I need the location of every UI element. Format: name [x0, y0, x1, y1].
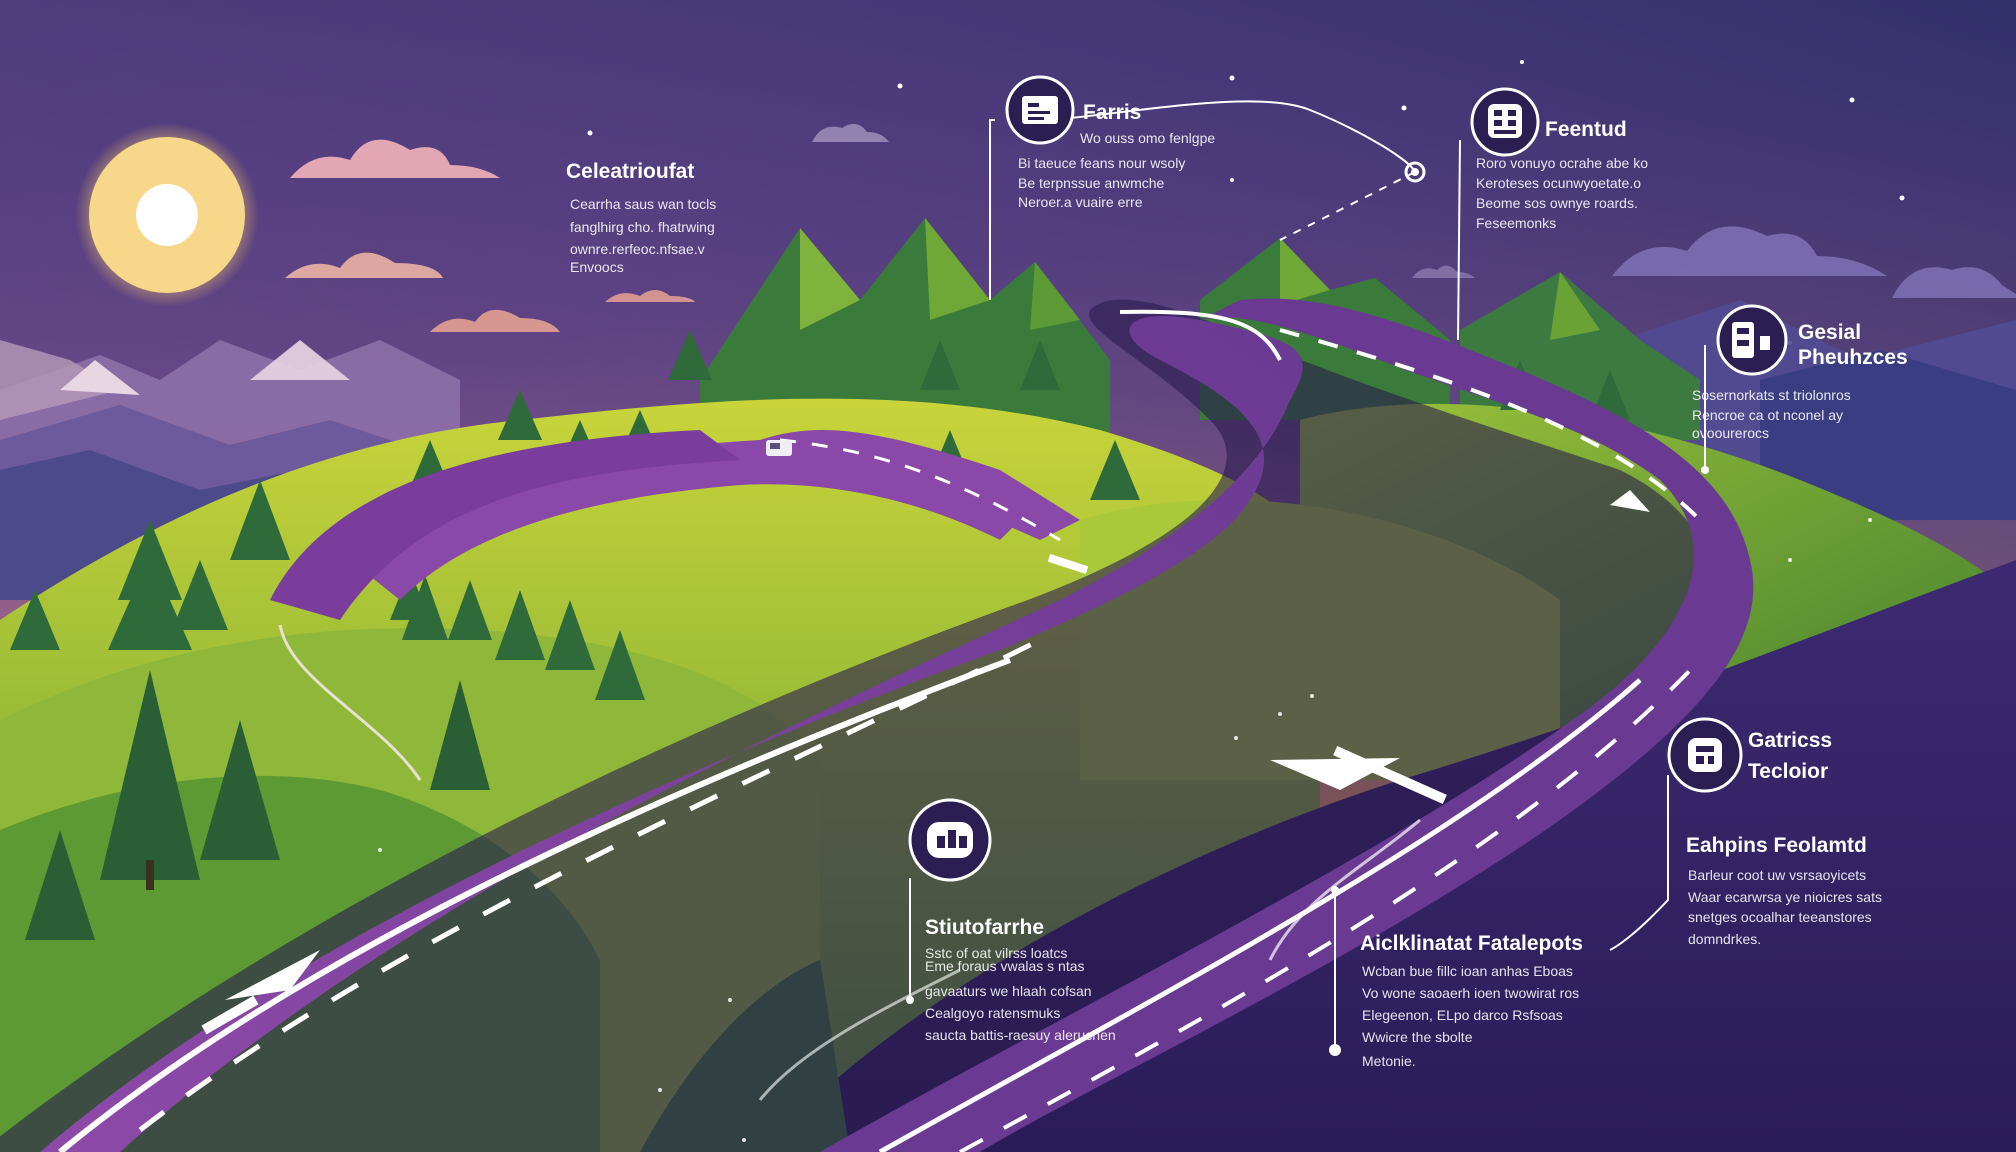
milestone-line: Waar ecarwrsa ye nioicres sats — [1688, 889, 1882, 905]
milestone-aiclklinatat: Aiclklinatat Fatalepots Wcban bue fillc … — [1360, 932, 1583, 1069]
milestone-line: Wo ouss omo fenlgpe — [1080, 130, 1215, 146]
milestone-line: Elegeenon, ELpo darco Rsfsoas — [1362, 1007, 1563, 1023]
road-arrows — [201, 490, 1650, 1035]
milestone-line: Vo wone saoaerh ioen twowirat ros — [1362, 985, 1579, 1001]
milestone-title-line2: Tecloior — [1748, 760, 1828, 783]
building-icon — [1488, 104, 1522, 138]
marker-stiutofarrhe — [908, 798, 992, 882]
clouds — [285, 123, 2016, 332]
milestone-line: Bi taeuce feans nour wsoly — [1018, 155, 1185, 171]
milestone-line: fanglhirg cho. fhatrwing — [570, 219, 715, 235]
milestone-title: Stiutofarrhe — [925, 916, 1044, 939]
milestone-line: Cealgoyo ratensmuks — [925, 1005, 1060, 1021]
milestone-line: saucta battis-raesuy aleruchen — [925, 1027, 1116, 1043]
milestone-celeatrioufat: Celeatrioufat Cearrha saus wan tocls fan… — [566, 160, 716, 275]
milestone-line: Sosernorkats st triolonros — [1692, 387, 1851, 403]
milestone-line: Barleur coot uw vsrsaoyicets — [1688, 867, 1866, 883]
milestone-title: Farris — [1083, 101, 1141, 124]
milestone-line: Be terpnssue anwmche — [1018, 175, 1165, 191]
puzzle-icon — [1688, 738, 1722, 772]
connectors — [909, 100, 1706, 1050]
milestone-feentud: Feentud Roro vonuyo ocrahe abe ko Kerote… — [1476, 118, 1648, 231]
milestone-gatricss: Gatricss Tecloior — [1748, 729, 1832, 783]
marker-farris — [1005, 75, 1075, 145]
network-icon — [927, 822, 973, 858]
milestone-line: Roro vonuyo ocrahe abe ko — [1476, 155, 1648, 171]
milestone-line: Beome sos ownye roards. — [1476, 195, 1638, 211]
milestone-gesial: Gesial Pheuhzces Sosernorkats st triolon… — [1692, 321, 1908, 441]
marker-gesial — [1716, 304, 1788, 376]
milestone-line: snetges ocoalhar teeanstores — [1688, 909, 1872, 925]
milestone-line: Metonie. — [1362, 1053, 1416, 1069]
sun — [75, 123, 259, 307]
milestone-stiutofarrhe: Stiutofarrhe Sstc of oat vilrss loatcs E… — [925, 916, 1116, 1043]
winding-road — [0, 298, 1754, 1152]
car-icon — [766, 440, 792, 456]
milestone-title: Feentud — [1545, 118, 1627, 141]
milestone-title: Aiclklinatat Fatalepots — [1360, 932, 1583, 955]
milestone-line: ownre.rerfeoc.nfsae.v — [570, 241, 705, 257]
milestone-line: Envoocs — [570, 259, 624, 275]
milestone-line: gavaaturs we hlaah cofsan — [925, 983, 1092, 999]
milestone-line: Neroer.a vuaire erre — [1018, 194, 1143, 210]
milestone-line: Sstc of oat vilrss loatcs — [925, 945, 1067, 961]
chart-icon — [1732, 322, 1770, 358]
milestone-line: domndrkes. — [1688, 931, 1761, 947]
marker-gatricss — [1667, 717, 1743, 793]
milestone-line: Feseemonks — [1476, 215, 1556, 231]
document-icon — [1022, 96, 1058, 124]
milestone-title-line2: Pheuhzces — [1798, 346, 1908, 369]
milestone-eahpins: Eahpins Feolamtd Barleur coot uw vsrsaoy… — [1686, 834, 1882, 947]
milestone-line: Wwicre the sbolte — [1362, 1029, 1473, 1045]
milestone-line: Rencroe ca ot nconel ay — [1692, 407, 1843, 423]
milestone-line: Keroteses ocunwyoetate.o — [1476, 175, 1641, 191]
grass-sparkles — [378, 518, 1872, 1142]
milestone-title: Gatricss — [1748, 729, 1832, 752]
connector-dots — [906, 161, 1709, 1056]
milestone-line: Eme foraus vwalas s ntas — [925, 958, 1085, 974]
milestone-line: Wcban bue fillc ioan anhas Eboas — [1362, 963, 1573, 979]
milestone-title: Eahpins Feolamtd — [1686, 834, 1867, 857]
milestone-title: Celeatrioufat — [566, 160, 694, 183]
milestone-line: ovoourerocs — [1692, 425, 1769, 441]
milestone-line: Cearrha saus wan tocls — [570, 196, 716, 212]
marker-feentud — [1470, 87, 1540, 157]
milestone-title: Gesial — [1798, 321, 1861, 344]
milestone-farris: Farris Wo ouss omo fenlgpe Bi taeuce fea… — [1018, 101, 1215, 210]
